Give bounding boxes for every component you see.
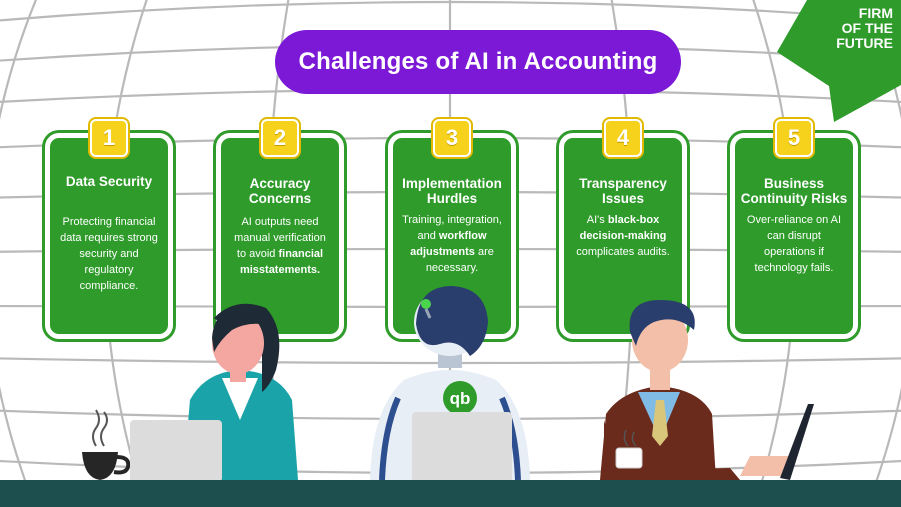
card-description-text: Protecting financial data requires stron… xyxy=(60,216,158,292)
card-title: Business Continuity Risks xyxy=(740,176,848,206)
card-description: AI's black-box decision-making complicat… xyxy=(572,212,674,260)
logo-text-line1: FIRM xyxy=(858,5,893,21)
brand-logo: FIRM OF THE FUTURE xyxy=(777,0,901,122)
logo-text-line2: OF THE xyxy=(841,20,893,36)
card-title: Transparency Issues xyxy=(579,176,667,206)
desk-surface xyxy=(0,480,901,507)
card-description-text: AI outputs need manual verification to a… xyxy=(234,216,326,260)
card-description-text: complicates audits. xyxy=(576,246,670,258)
card-description: Protecting financial data requires stron… xyxy=(58,214,160,294)
woman-figure xyxy=(130,303,298,482)
robot-badge-text: qb xyxy=(450,389,471,408)
card-number-badge: 4 xyxy=(604,119,642,157)
card-description-emphasis: financial misstatements. xyxy=(239,248,324,276)
laptop-woman xyxy=(130,420,222,482)
card-number-badge: 1 xyxy=(90,119,128,157)
challenge-card-implementation: 3 Implementation Hurdles Training, integ… xyxy=(388,119,516,339)
logo-badge-shape xyxy=(777,0,901,122)
robot-figure: qb xyxy=(370,286,530,482)
card-description-text: AI's xyxy=(586,214,608,226)
card-number-badge: 5 xyxy=(775,119,813,157)
card-title: Accuracy Concerns xyxy=(248,176,312,206)
card-number-badge: 2 xyxy=(261,119,299,157)
card-description: Over-reliance on AI can disrupt operatio… xyxy=(743,212,845,276)
challenge-card-continuity: 5 Business Continuity Risks Over-relianc… xyxy=(730,119,858,339)
card-description-text: Over-reliance on AI can disrupt operatio… xyxy=(746,214,842,274)
card-title: Data Security xyxy=(65,174,153,189)
challenge-card-data-security: 1 Data Security Protecting financial dat… xyxy=(45,119,173,339)
card-description-text: Training, integration, and xyxy=(402,214,502,242)
laptop-robot xyxy=(412,412,512,482)
page-title: Challenges of AI in Accounting xyxy=(275,30,681,94)
card-description-emphasis: black-box decision-making xyxy=(579,214,667,242)
card-description: Training, integration, and workflow adju… xyxy=(401,212,503,276)
card-description-text: are necessary. xyxy=(425,246,494,274)
card-number-badge: 3 xyxy=(433,119,471,157)
card-title: Implementation Hurdles xyxy=(402,176,502,206)
card-description-emphasis: workflow adjustments xyxy=(410,230,487,258)
logo-text-line3: FUTURE xyxy=(836,35,893,51)
coffee-cup-icon xyxy=(82,409,131,480)
man-figure xyxy=(600,300,814,480)
card-description: AI outputs need manual verification to a… xyxy=(229,214,331,278)
challenge-card-accuracy: 2 Accuracy Concerns AI outputs need manu… xyxy=(216,119,344,339)
